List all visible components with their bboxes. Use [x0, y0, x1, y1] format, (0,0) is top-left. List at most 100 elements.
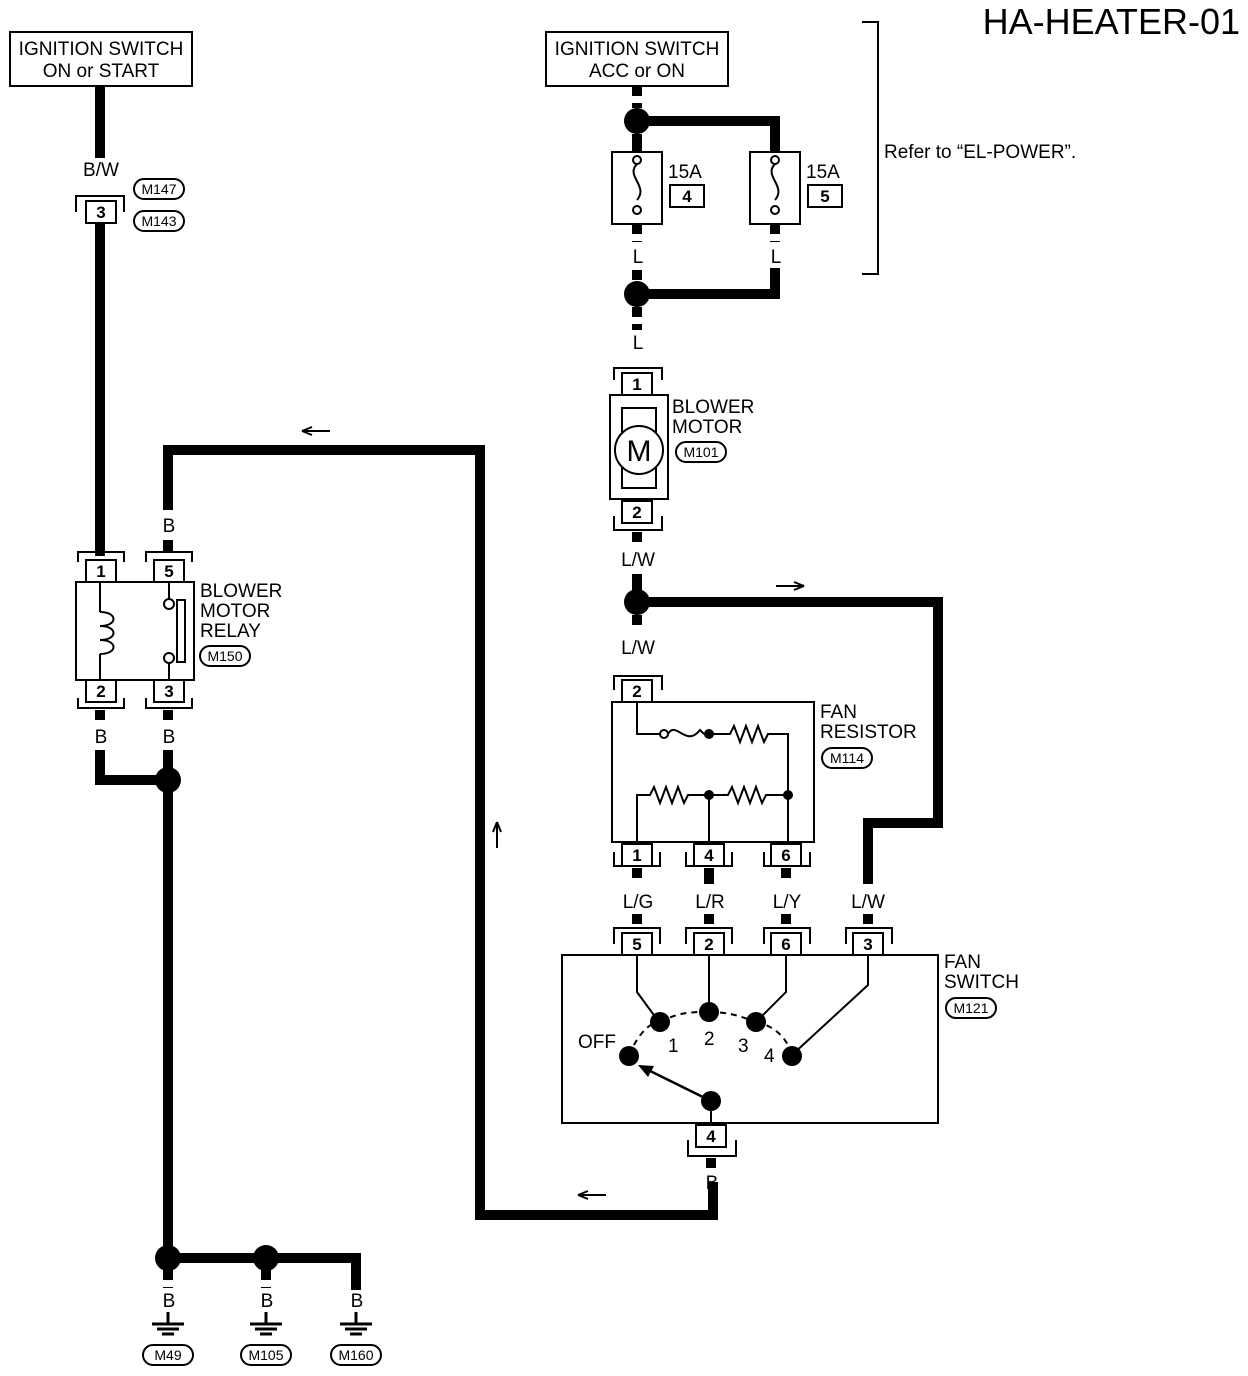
switch-pos-off: OFF	[578, 1032, 616, 1053]
wire-label-lw3: L/W	[851, 892, 885, 913]
connector-m160: M160	[338, 1347, 373, 1363]
fuse-4-number: 4	[682, 187, 692, 206]
wire-label-lw1: L/W	[621, 550, 655, 571]
pin-relay-1: 1	[96, 562, 105, 581]
wire-relay2-to-junction	[95, 750, 168, 785]
ign-on-start-line2: ON or START	[43, 61, 160, 82]
connector-m143: M143	[141, 213, 176, 229]
wire-fuse-top-bus	[637, 116, 780, 152]
wire-lw-to-switch3	[637, 597, 943, 884]
ign-acc-on-line1: IGNITION SWITCH	[555, 39, 720, 60]
wire-label-b-switch4: B	[706, 1173, 719, 1194]
arrow-right-top	[776, 581, 805, 591]
refer-note: Refer to “EL-POWER”.	[884, 142, 1076, 163]
wire-label-lw2: L/W	[621, 638, 655, 659]
wire-label-b-g3: B	[351, 1291, 364, 1312]
connector-tag-m101: M101	[675, 441, 727, 463]
ign-on-start-line1: IGNITION SWITCH	[19, 39, 184, 60]
switch-pos-3: 3	[738, 1036, 749, 1057]
splice-relay-ground	[155, 767, 181, 793]
splice-ground-1	[155, 1245, 181, 1271]
pin-sw-3: 3	[863, 935, 872, 954]
wire-label-b-relay5: B	[163, 516, 176, 537]
wire-label-lg: L/G	[623, 892, 654, 913]
fuse-15a-4: 15A 4	[611, 151, 705, 225]
fuse-4-amps: 15A	[668, 162, 702, 183]
connector-tag-m143: M143	[133, 210, 185, 232]
blower-motor: 1 M 2	[609, 367, 669, 531]
fuse-group-bracket	[862, 21, 879, 275]
fan-resistor-label-line2: RESISTOR	[820, 722, 917, 743]
wire-label-lr: L/R	[695, 892, 725, 913]
connector-m105: M105	[248, 1347, 283, 1363]
arrow-left-top	[301, 426, 330, 436]
diagram-title: HA-HEATER-01	[983, 1, 1240, 42]
fuse-15a-5: 15A 5	[749, 151, 843, 225]
relay-label-line1: BLOWER	[200, 581, 282, 602]
ground-symbol-m49: M49	[142, 1312, 194, 1366]
wire-label-bw: B/W	[83, 160, 119, 181]
switch-pos-1: 1	[668, 1036, 679, 1057]
wire-ground-bus	[168, 1253, 361, 1280]
blower-motor-label-line2: MOTOR	[672, 417, 742, 438]
fan-switch: 5 2 6 3 4	[561, 927, 939, 1157]
wire-relay5-loop	[163, 445, 718, 1220]
pin-sw-6: 6	[781, 935, 790, 954]
switch-pos-2: 2	[704, 1029, 715, 1050]
pin-res-6: 6	[781, 846, 790, 865]
pin-motor-1: 1	[632, 375, 641, 394]
pin-relay-2: 2	[96, 682, 105, 701]
fan-switch-label-line1: FAN	[944, 952, 981, 973]
ign-acc-on-line2: ACC or ON	[589, 61, 685, 82]
wire-label-b-relay2: B	[95, 727, 108, 748]
fan-resistor: 2 1 4 6	[611, 675, 815, 867]
pin-relay-3: 3	[164, 682, 173, 701]
pin-motor-2: 2	[632, 503, 641, 522]
connector-m147: M147	[141, 181, 176, 197]
ground-symbol-m105: M105	[240, 1312, 292, 1366]
arrow-left-bottom	[577, 1190, 606, 1200]
relay-label-line2: MOTOR	[200, 601, 270, 622]
wire-label-b-g2: B	[261, 1291, 274, 1312]
wire-label-b-relay3: B	[163, 727, 176, 748]
motor-symbol: M	[627, 435, 652, 468]
splice-fuse-bottom	[624, 281, 650, 307]
ground-symbol-m160: M160	[330, 1312, 382, 1366]
wire-label-l1: L	[633, 247, 644, 268]
pin-m143-3: 3	[96, 203, 105, 222]
switch-pos-4: 4	[764, 1046, 775, 1067]
fuse-5-number: 5	[820, 187, 829, 206]
connector-bracket-m147	[75, 195, 125, 212]
connector-tag-m114: M114	[821, 747, 873, 769]
connector-m114: M114	[830, 750, 864, 766]
fuse-5-amps: 15A	[806, 162, 840, 183]
pin-relay-5: 5	[164, 562, 173, 581]
pin-res-1: 1	[632, 846, 641, 865]
ignition-switch-acc-on: IGNITION SWITCH ACC or ON	[545, 31, 729, 87]
relay-label-line3: RELAY	[200, 621, 261, 642]
fan-resistor-label-line1: FAN	[820, 702, 857, 723]
blower-motor-relay: 1 5 2 3	[75, 551, 195, 709]
pin-sw-4: 4	[706, 1127, 716, 1146]
fan-switch-label-line2: SWITCH	[944, 972, 1019, 993]
arrow-up-mid	[492, 821, 502, 848]
wire-label-ly: L/Y	[773, 892, 802, 913]
wire-label-b-g1: B	[163, 1291, 176, 1312]
wire-fuse5-return	[637, 268, 780, 299]
blower-motor-label-line1: BLOWER	[672, 397, 754, 418]
connector-m121: M121	[953, 1000, 988, 1016]
connector-tag-m121: M121	[945, 997, 997, 1019]
connector-m101: M101	[683, 444, 718, 460]
splice-ground-2	[253, 1245, 279, 1271]
connector-m150: M150	[207, 648, 242, 664]
wire-label-l3: L	[633, 333, 644, 354]
ignition-switch-on-start: IGNITION SWITCH ON or START	[9, 31, 193, 87]
pin-res-2: 2	[632, 682, 641, 701]
pin-res-4: 4	[704, 846, 714, 865]
connector-tag-m150: M150	[199, 645, 251, 667]
connector-m49: M49	[154, 1347, 181, 1363]
wire-label-l2: L	[771, 247, 782, 268]
pin-sw-5: 5	[632, 935, 641, 954]
pin-sw-2: 2	[704, 935, 713, 954]
